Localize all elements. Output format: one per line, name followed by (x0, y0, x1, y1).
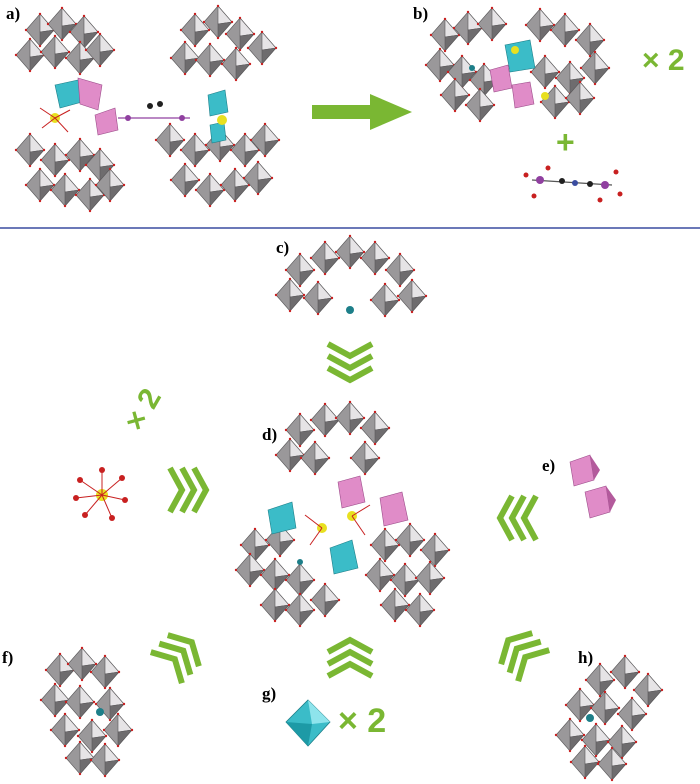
label-e: e) (542, 456, 556, 475)
panel-a-dimer-structure (14, 4, 281, 213)
label-b: b) (413, 4, 429, 23)
panel-h-fragment-structure (554, 654, 664, 782)
panel-a-bridging-ligand (118, 101, 190, 121)
label-g: g) (262, 684, 277, 703)
triple-chevron-icon (328, 640, 372, 676)
panel-b-free-ligand (523, 165, 623, 203)
panel-a-right-cluster (154, 4, 281, 208)
panel-d-left-metal-center (73, 467, 128, 521)
arrow-right-icon (312, 94, 412, 130)
label-f: f) (2, 648, 14, 667)
triple-chevron-icon (151, 627, 208, 684)
label-d: d) (262, 425, 278, 444)
label-a: a) (6, 4, 21, 23)
panel-g-teal-octahedron (285, 699, 331, 747)
panel-f-fragment-structure (39, 646, 134, 778)
multiplier-g: × 2 (338, 702, 387, 740)
triple-chevron-icon (493, 625, 550, 682)
panel-c-fragment-structure (274, 234, 428, 318)
multiplier-b: × 2 (642, 44, 685, 77)
panel-b-monomer-structure (424, 6, 611, 123)
triple-chevron-icon (170, 468, 206, 512)
panel-e-pink-polyhedra (569, 454, 616, 519)
plus-sign: + (556, 124, 575, 160)
triple-chevron-icon (328, 344, 372, 380)
panel-a-left-cluster (14, 6, 126, 213)
label-h: h) (578, 648, 594, 667)
panel-d-assembled-structure (234, 400, 451, 628)
triple-chevron-icon (500, 496, 536, 540)
label-c: c) (276, 238, 290, 257)
